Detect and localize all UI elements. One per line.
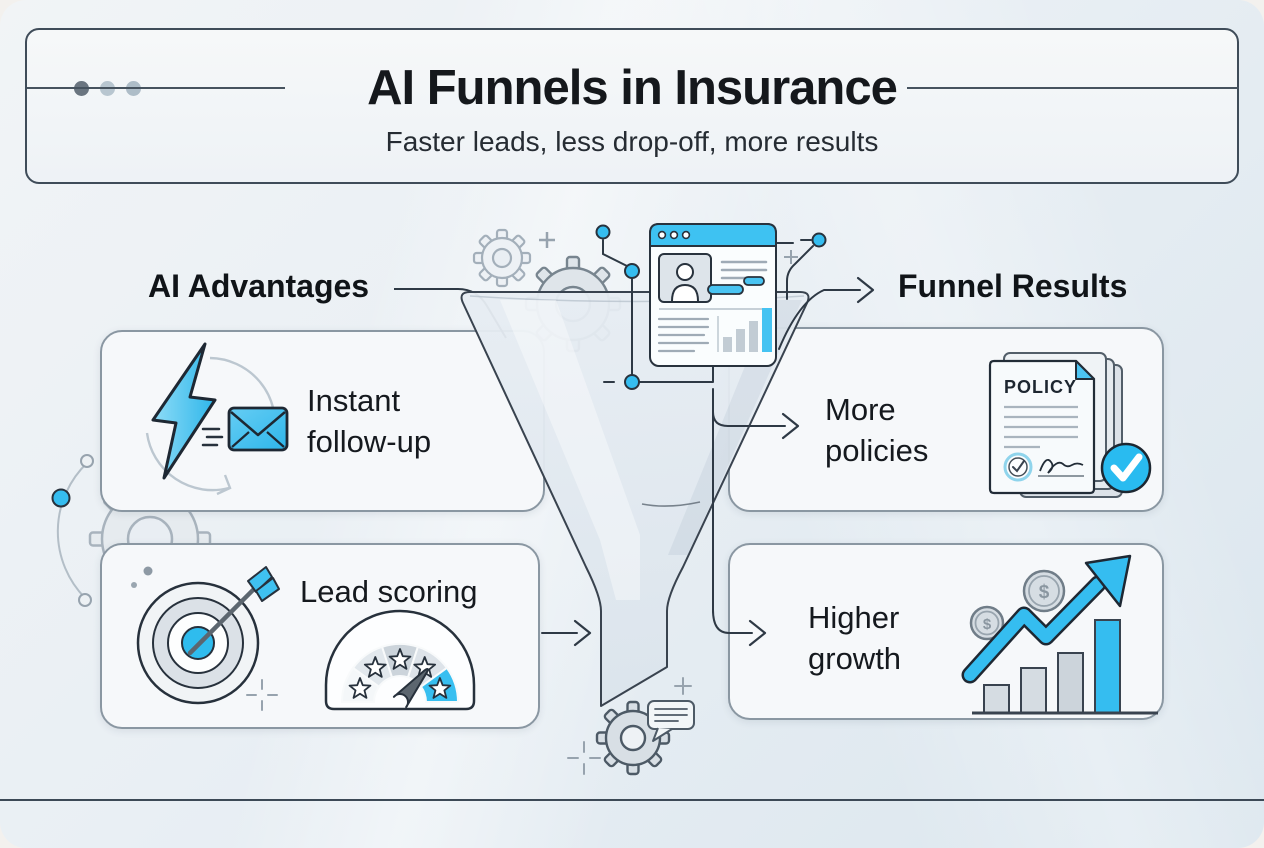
star-icons	[348, 648, 452, 699]
arc-line	[56, 462, 88, 599]
browser-dots	[657, 230, 691, 240]
tag-pill	[743, 276, 765, 286]
circuit-node-icon	[51, 488, 71, 508]
growth-illustration: $ $	[961, 554, 1158, 715]
envelope-icon	[227, 406, 289, 452]
svg-text:$: $	[983, 616, 992, 633]
browser-toolbar	[649, 223, 777, 247]
card-more-policies: POLICY More policies	[728, 327, 1164, 512]
profile-icon	[658, 253, 712, 303]
circuit-node-icon	[595, 224, 611, 240]
page-title: AI Funnels in Insurance	[367, 61, 898, 115]
left-section-label: AI Advantages	[148, 268, 370, 304]
coin-icon: $	[969, 605, 1005, 641]
right-section-label: Funnel Results	[898, 268, 1128, 304]
circuit-node-icon	[78, 593, 92, 607]
gauge-icon	[324, 609, 476, 711]
circuit-node-icon	[811, 232, 827, 248]
plus-decoration	[539, 232, 555, 248]
bottom-divider-line	[0, 799, 1264, 801]
folded-corner	[1075, 360, 1095, 380]
title-flank-line	[907, 87, 1239, 89]
gear-icon	[524, 255, 622, 353]
page-subtitle: Faster leads, less drop-off, more result…	[385, 126, 879, 157]
card-label: More policies	[825, 392, 929, 469]
card-lead-scoring: Lead scoring	[100, 543, 540, 729]
tag-pill	[707, 284, 744, 295]
circuit-node-icon	[624, 263, 640, 279]
circuit-node-icon	[80, 454, 94, 468]
speed-lines	[201, 427, 224, 447]
circuit-node-icon	[624, 374, 640, 390]
card-higher-growth: $ $ Higher growth	[728, 543, 1164, 720]
gauge-needle	[392, 667, 429, 709]
header-window: AI Funnels in Insurance Faster leads, le…	[25, 28, 1239, 184]
growth-arrow-icon	[961, 554, 1132, 684]
funnel-level-line	[641, 501, 701, 507]
card-label: Lead scoring	[300, 574, 478, 609]
gear-icon	[472, 228, 532, 288]
signature	[1039, 459, 1084, 474]
body-text-lines	[657, 317, 710, 353]
card-label: Instant follow-up	[307, 383, 432, 460]
svg-text:$: $	[1039, 582, 1050, 603]
chat-bubble-icon	[647, 700, 695, 742]
document-lines	[1004, 405, 1078, 449]
plus-decoration	[784, 250, 798, 264]
gear-icon	[595, 700, 671, 776]
policy-stack-icon: POLICY	[988, 352, 1152, 498]
check-badge-icon	[1100, 442, 1152, 494]
card-label: Higher growth	[808, 600, 902, 677]
profile-text-lines	[720, 260, 768, 280]
instant-follow-up-illustration	[145, 342, 289, 496]
target-icon	[136, 566, 280, 705]
dart-icon	[187, 566, 280, 656]
stamp-icon	[1003, 452, 1033, 482]
title-flank-line	[27, 87, 285, 89]
policy-title-text: POLICY	[1004, 377, 1077, 397]
bar-chart-icon	[972, 619, 1158, 715]
coin-icon: $	[1022, 569, 1066, 613]
lightning-icon	[151, 342, 217, 480]
card-instant-follow-up: Instant follow-up	[100, 330, 545, 512]
